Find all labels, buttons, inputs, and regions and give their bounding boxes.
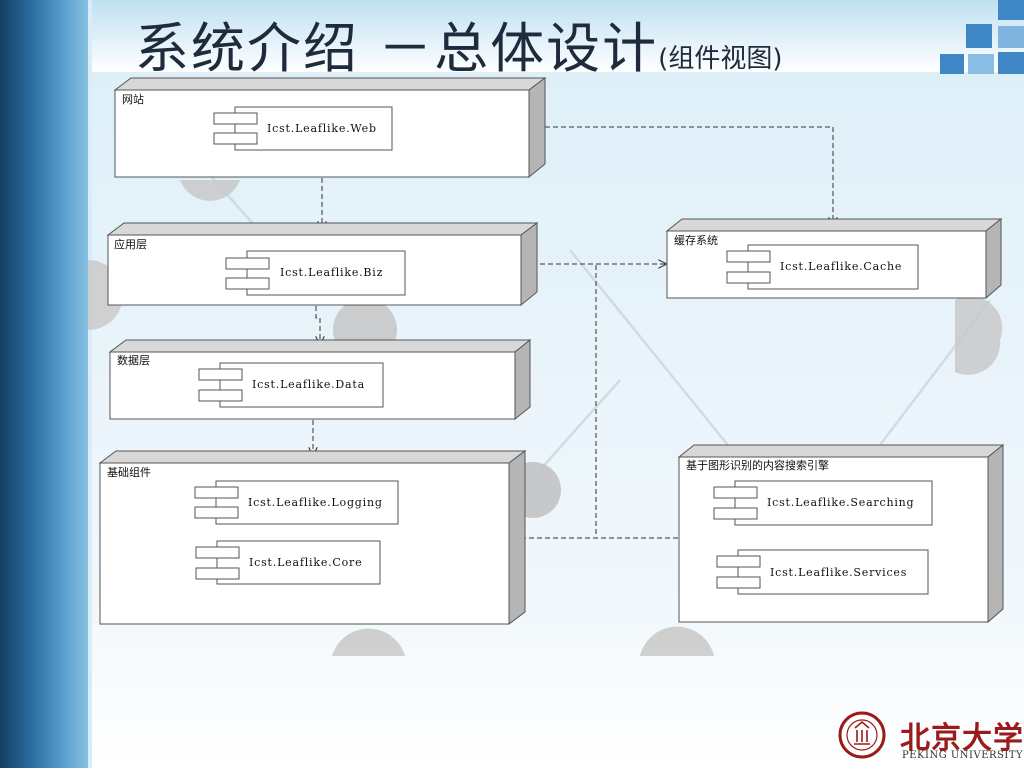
component-logging: Icst.Leaflike.Logging (194, 480, 399, 525)
component-biz: Icst.Leaflike.Biz (225, 250, 406, 296)
sidebar-band (0, 0, 92, 768)
node-app: 应用层 Icst.Leaflike.Biz (106, 222, 539, 307)
node-data: 数据层 Icst.Leaflike.Data (108, 338, 532, 421)
node-label-data: 数据层 (117, 353, 150, 367)
pku-name-en: PEKING UNIVERSITY (902, 750, 1024, 761)
node-cache: 缓存系统 Icst.Leaflike.Cache (665, 217, 1003, 300)
component-cache: Icst.Leaflike.Cache (726, 244, 919, 290)
node-label-cache: 缓存系统 (674, 233, 718, 247)
node-base: 基础组件 Icst.Leaflike.Logging Icst.Leaflike… (98, 450, 527, 625)
dependency-biz-to-data (315, 306, 320, 344)
component-data: Icst.Leaflike.Data (198, 362, 384, 408)
decorative-squares (940, 0, 1024, 74)
component-label-web: Icst.Leaflike.Web (267, 122, 377, 135)
node-search: 基于图形识别的内容搜索引擎 Icst.Leaflike.Searching Ic… (677, 443, 1005, 624)
component-label-cache: Icst.Leaflike.Cache (780, 260, 902, 273)
component-label-data: Icst.Leaflike.Data (252, 378, 365, 391)
pku-name-cn: 北京大学 (900, 721, 1024, 756)
pku-logo: 北京大学 (900, 713, 1024, 757)
title-subtitle: (组件视图) (658, 44, 783, 74)
connectors (313, 126, 833, 538)
pku-seal (838, 711, 886, 759)
dependency-web-to-cache (537, 126, 833, 225)
node-label-web: 网站 (122, 92, 144, 106)
node-label-search: 基于图形识别的内容搜索引擎 (686, 458, 829, 472)
component-label-logging: Icst.Leaflike.Logging (248, 496, 383, 509)
node-label-base: 基础组件 (107, 465, 151, 479)
component-core: Icst.Leaflike.Core (195, 540, 381, 585)
component-web: Icst.Leaflike.Web (213, 106, 393, 151)
node-web: 网站 Icst.Leaflike.Web (113, 77, 547, 179)
component-label-searching: Icst.Leaflike.Searching (767, 496, 914, 509)
component-label-biz: Icst.Leaflike.Biz (280, 266, 383, 279)
slide-title: 系统介绍 －总体设计(组件视图) (135, 4, 782, 83)
component-searching: Icst.Leaflike.Searching (713, 480, 933, 526)
node-label-app: 应用层 (114, 237, 147, 251)
component-label-services: Icst.Leaflike.Services (770, 566, 907, 579)
component-services: Icst.Leaflike.Services (716, 549, 929, 595)
component-label-core: Icst.Leaflike.Core (249, 556, 362, 569)
title-main: 系统介绍 －总体设计 (135, 17, 659, 80)
